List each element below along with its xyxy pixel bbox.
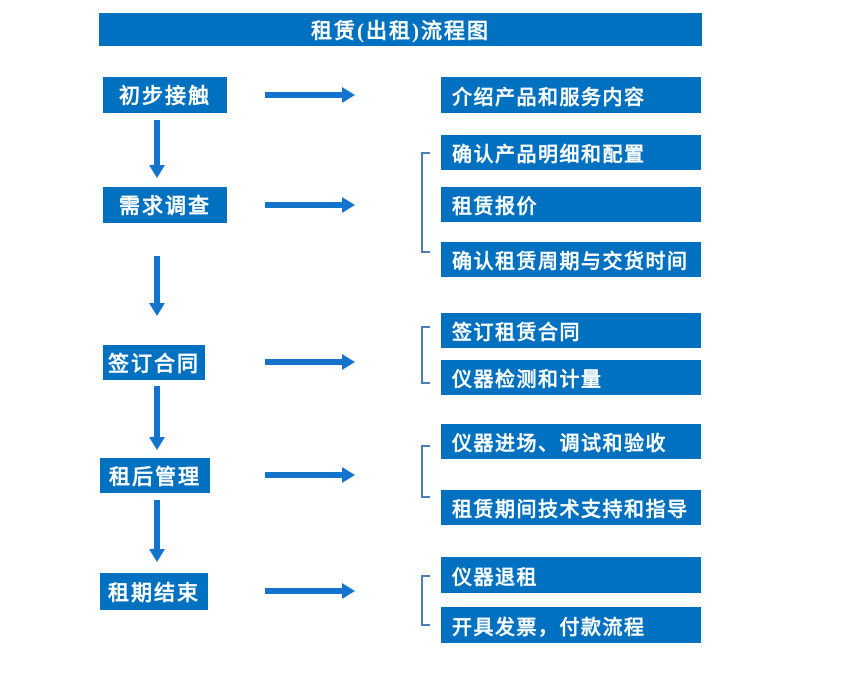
down-arrow-shaft <box>154 386 160 439</box>
down-arrow-head <box>149 165 165 178</box>
down-arrow-icon <box>149 500 165 562</box>
group-bracket <box>421 152 430 253</box>
right-arrow-head <box>342 354 355 370</box>
right-arrow-head <box>342 197 355 213</box>
right-arrow-icon <box>265 87 355 103</box>
step-box-sign-contract: 签订合同 <box>103 345 205 380</box>
right-arrow-icon <box>265 354 355 370</box>
right-arrow-shaft <box>265 359 344 365</box>
right-arrow-icon <box>265 467 355 483</box>
detail-box: 仪器进场、调试和验收 <box>441 424 701 459</box>
right-arrow-icon <box>265 583 355 599</box>
right-arrow-head <box>342 87 355 103</box>
right-arrow-shaft <box>265 202 344 208</box>
down-arrow-shaft <box>154 500 160 551</box>
right-arrow-head <box>342 467 355 483</box>
detail-box: 签订租赁合同 <box>441 313 701 348</box>
detail-box: 确认产品明细和配置 <box>441 135 701 170</box>
detail-box: 开具发票，付款流程 <box>441 607 701 643</box>
group-bracket <box>421 575 430 626</box>
flowchart-title: 租赁(出租)流程图 <box>99 13 702 46</box>
down-arrow-icon <box>149 256 165 316</box>
down-arrow-shaft <box>154 120 160 167</box>
right-arrow-shaft <box>265 92 344 98</box>
step-box-demand-survey: 需求调查 <box>103 187 227 223</box>
down-arrow-head <box>149 549 165 562</box>
down-arrow-icon <box>149 120 165 178</box>
right-arrow-icon <box>265 197 355 213</box>
step-box-rental-end: 租期结束 <box>100 573 208 610</box>
detail-box: 租赁报价 <box>441 187 701 222</box>
detail-box: 确认租赁周期与交货时间 <box>441 242 701 277</box>
detail-box: 租赁期间技术支持和指导 <box>441 490 701 525</box>
right-arrow-head <box>342 583 355 599</box>
down-arrow-head <box>149 303 165 316</box>
right-arrow-shaft <box>265 588 344 594</box>
down-arrow-shaft <box>154 256 160 305</box>
group-bracket <box>421 445 430 498</box>
detail-box: 介绍产品和服务内容 <box>441 77 701 113</box>
down-arrow-icon <box>149 386 165 450</box>
right-arrow-shaft <box>265 472 344 478</box>
detail-box: 仪器检测和计量 <box>441 360 701 395</box>
down-arrow-head <box>149 437 165 450</box>
detail-box: 仪器退租 <box>441 557 701 593</box>
group-bracket <box>421 326 430 384</box>
step-box-post-rental-management: 租后管理 <box>100 458 210 493</box>
step-box-initial-contact: 初步接触 <box>103 77 227 113</box>
